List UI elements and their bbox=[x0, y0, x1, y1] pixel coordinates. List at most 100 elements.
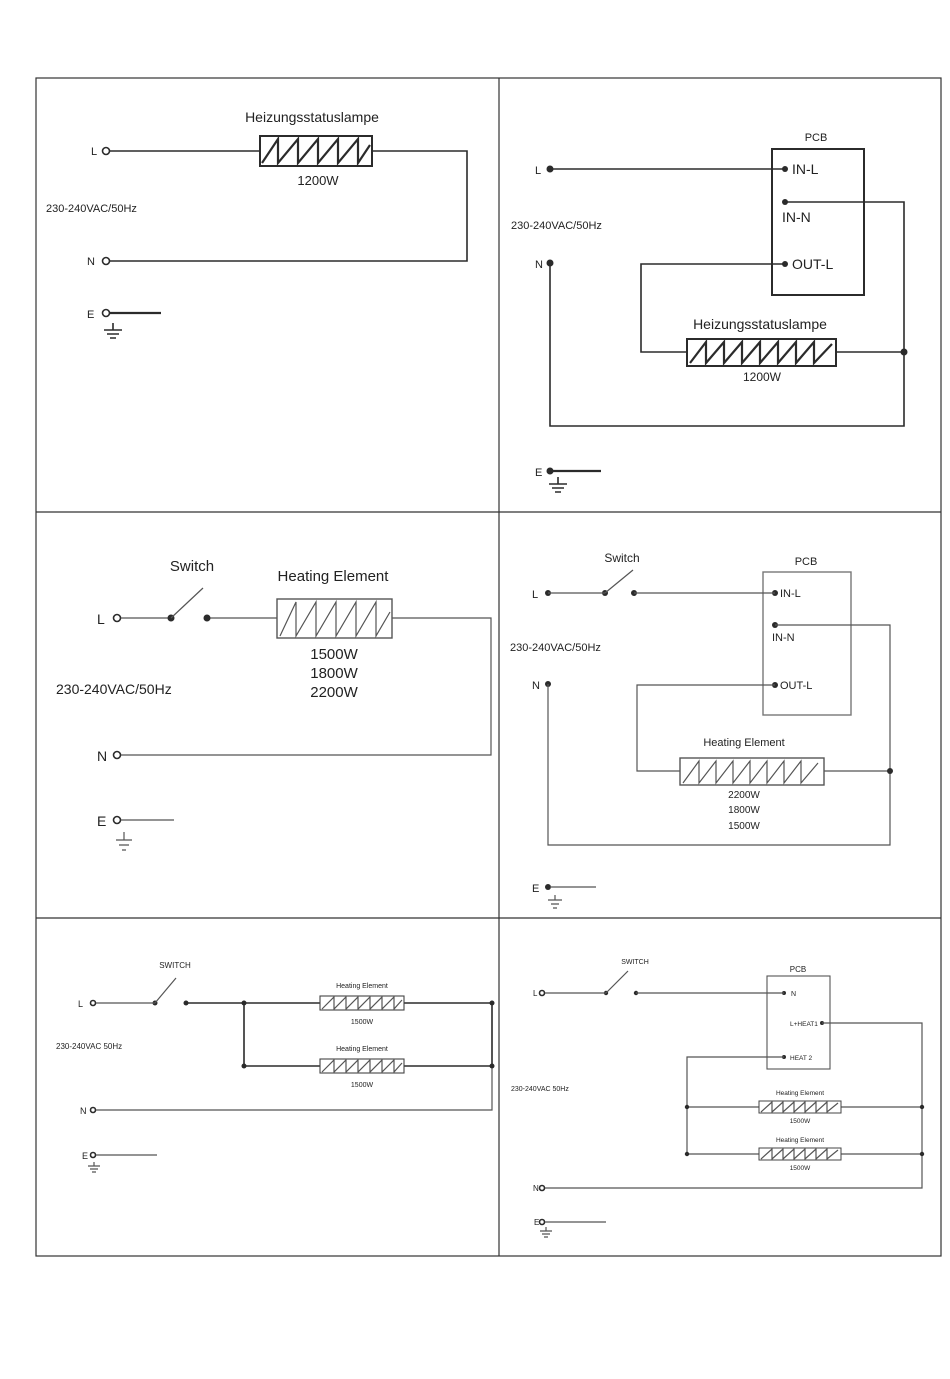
pcb-title: PCB bbox=[790, 965, 806, 974]
junction bbox=[241, 1063, 247, 1069]
power-rating: 1800W bbox=[728, 805, 760, 816]
heating-lamp-icon bbox=[686, 338, 837, 367]
junction bbox=[489, 1000, 495, 1006]
panel-1-heating-lamp-direct: L N E 230-240VAC/50Hz Heizungsstatuslamp… bbox=[46, 109, 468, 339]
earth-icon bbox=[116, 832, 132, 851]
line-terminal bbox=[112, 613, 122, 623]
junction bbox=[900, 348, 908, 356]
pcb-box bbox=[771, 148, 865, 296]
neutral-terminal-label: N bbox=[535, 259, 543, 271]
panel-6-two-elements-switch-pcb: L N E 230-240VAC 50Hz SWITCH PCB N L+HEA… bbox=[511, 959, 925, 1238]
panel-5-two-elements-switch: L N E 230-240VAC 50Hz SWITCH Heating Ele… bbox=[56, 961, 495, 1173]
earth-terminal-label: E bbox=[532, 883, 539, 895]
earth-icon bbox=[549, 477, 567, 493]
earth-terminal bbox=[89, 1151, 97, 1159]
pcb-in-l-label: IN-L bbox=[792, 161, 819, 177]
junction bbox=[684, 1104, 690, 1110]
pcb-title: PCB bbox=[795, 556, 818, 568]
line-terminal-label: L bbox=[533, 989, 538, 998]
power-rating: 1500W bbox=[790, 1165, 811, 1172]
power-rating: 1500W bbox=[728, 821, 760, 832]
neutral-terminal-label: N bbox=[532, 680, 540, 692]
pcb-in-l-label: IN-L bbox=[780, 588, 801, 600]
wire bbox=[636, 684, 890, 772]
pcb-box bbox=[762, 571, 852, 716]
wire bbox=[545, 1154, 923, 1189]
switch-icon bbox=[603, 970, 639, 996]
pcb-heat1-label: L+HEAT1 bbox=[790, 1021, 818, 1028]
pcb-in-n-label: IN-N bbox=[772, 632, 795, 644]
pcb-out-l-label: OUT-L bbox=[792, 256, 833, 272]
wire bbox=[186, 1002, 493, 1067]
element-label: Heating Element bbox=[336, 983, 388, 990]
heating-element-icon bbox=[679, 757, 825, 786]
wire bbox=[640, 263, 904, 353]
pcb-title: PCB bbox=[805, 132, 828, 144]
earth-terminal bbox=[538, 1218, 546, 1226]
line-terminal-label: L bbox=[535, 165, 541, 177]
switch-label: Switch bbox=[604, 551, 639, 565]
earth-terminal-label: E bbox=[82, 1151, 88, 1161]
heating-element-icon bbox=[319, 1058, 405, 1074]
switch-icon bbox=[167, 587, 211, 622]
panel-4-heating-element-switch-pcb: L N E 230-240VAC/50Hz Switch PCB IN-L IN… bbox=[510, 551, 893, 909]
earth-icon bbox=[88, 1162, 100, 1173]
neutral-terminal bbox=[89, 1106, 97, 1114]
pcb-in-n-label: IN-N bbox=[782, 209, 811, 225]
line-terminal bbox=[538, 989, 546, 997]
power-rating: 1500W bbox=[790, 1118, 811, 1125]
earth-terminal-label: E bbox=[534, 1218, 539, 1227]
earth-terminal-label: E bbox=[87, 309, 94, 321]
heating-element-icon bbox=[758, 1147, 842, 1161]
junction bbox=[489, 1063, 495, 1069]
junction bbox=[241, 1000, 247, 1006]
wire bbox=[547, 624, 891, 846]
wire bbox=[549, 201, 905, 427]
pcb-out-l-label: OUT-L bbox=[780, 680, 812, 692]
power-rating: 1500W bbox=[310, 646, 358, 663]
heating-element-icon bbox=[758, 1100, 842, 1114]
heating-element-icon bbox=[319, 995, 405, 1011]
junction bbox=[919, 1104, 925, 1110]
earth-terminal bbox=[101, 308, 111, 318]
neutral-terminal-label: N bbox=[87, 256, 95, 268]
junction bbox=[684, 1151, 690, 1157]
switch-label: Switch bbox=[170, 558, 214, 575]
element-label: Heating Element bbox=[776, 1090, 824, 1097]
supply-voltage-label: 230-240VAC/50Hz bbox=[56, 681, 172, 697]
power-rating: 1500W bbox=[351, 1019, 374, 1026]
earth-terminal bbox=[546, 467, 554, 475]
junction bbox=[919, 1151, 925, 1157]
power-rating: 1500W bbox=[351, 1082, 374, 1089]
element-label: Heizungsstatuslampe bbox=[245, 109, 379, 125]
neutral-terminal-label: N bbox=[533, 1184, 539, 1193]
panel-2-heating-lamp-pcb: L N E 230-240VAC/50Hz PCB IN-L IN-N OUT-… bbox=[511, 132, 908, 493]
neutral-terminal bbox=[538, 1184, 546, 1192]
heating-element-icon bbox=[276, 598, 393, 639]
neutral-terminal-label: N bbox=[97, 748, 107, 764]
line-terminal-label: L bbox=[91, 146, 97, 158]
supply-voltage-label: 230-240VAC/50Hz bbox=[511, 220, 602, 232]
pcb-heat2-label: HEAT 2 bbox=[790, 1055, 813, 1062]
line-terminal bbox=[101, 146, 111, 156]
earth-icon bbox=[540, 1227, 552, 1238]
element-label: Heizungsstatuslampe bbox=[693, 316, 827, 332]
supply-voltage-label: 230-240VAC/50Hz bbox=[46, 203, 137, 215]
heating-lamp-icon bbox=[259, 135, 373, 167]
earth-terminal-label: E bbox=[97, 813, 106, 829]
line-terminal-label: L bbox=[78, 999, 83, 1009]
neutral-terminal bbox=[101, 256, 111, 266]
line-terminal-label: L bbox=[97, 611, 105, 627]
supply-voltage-label: 230-240VAC 50Hz bbox=[56, 1042, 122, 1051]
neutral-terminal bbox=[112, 750, 122, 760]
supply-voltage-label: 230-240VAC/50Hz bbox=[510, 642, 601, 654]
junction bbox=[887, 768, 893, 774]
panel-grid bbox=[35, 77, 942, 1257]
power-rating: 1200W bbox=[743, 370, 782, 384]
power-rating: 2200W bbox=[310, 684, 358, 701]
wire bbox=[110, 150, 468, 262]
earth-terminal bbox=[112, 815, 122, 825]
element-label: Heating Element bbox=[776, 1137, 824, 1144]
neutral-terminal-label: N bbox=[80, 1106, 87, 1116]
earth-icon bbox=[548, 895, 562, 909]
